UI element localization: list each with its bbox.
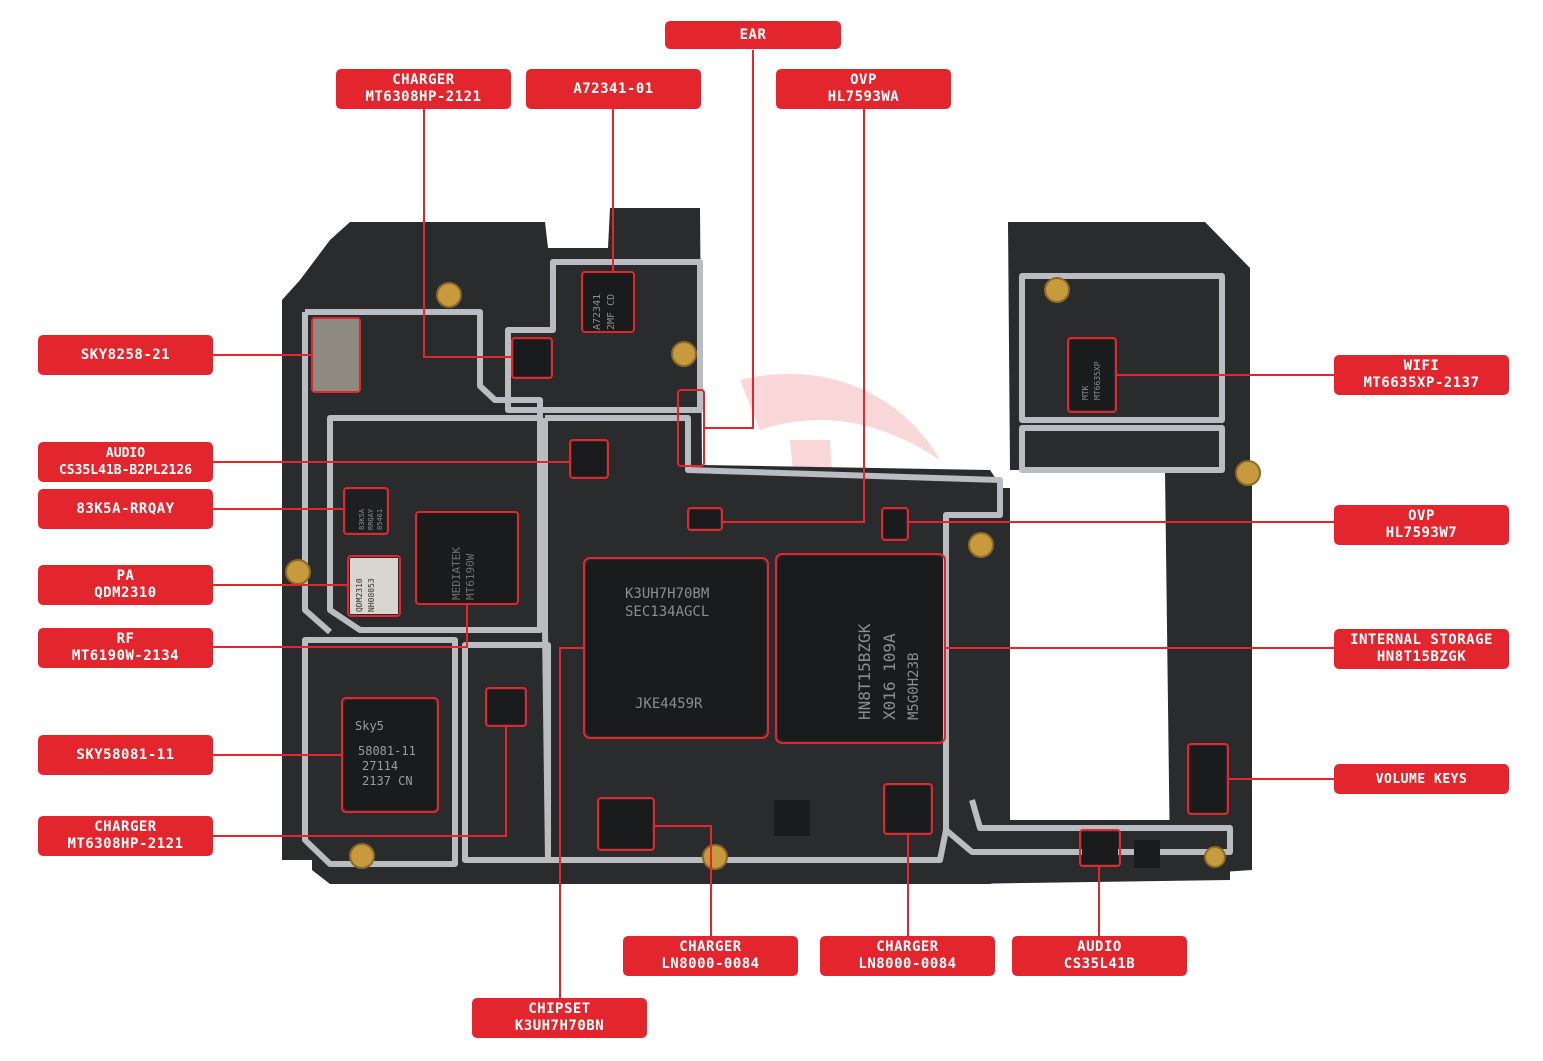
callout-wifi: WIFI MT6635XP-2137 [1334,355,1509,395]
rf-chip-package: MEDIATEK MT6190W [416,512,518,604]
callout-ln8000-a-line2: LN8000-0084 [661,956,760,972]
callout-volume-keys: VOLUME KEYS [1334,764,1509,794]
callout-ovp-top-line2: HL7593WA [827,89,900,105]
rf-mark-2: MT6190W [464,553,477,600]
storage-mark-3: M5G0H23B [906,653,922,720]
chip-mark-1: K3UH7H70BM [625,586,709,602]
callout-charger-left-line1: CHARGER [94,819,157,835]
callout-ln8000-b: CHARGER LN8000-0084 [820,936,995,976]
callout-sky58081: SKY58081-11 [38,735,213,775]
callout-ln8000-a-line1: CHARGER [679,939,742,955]
sky-mark-1: Sky5 [355,719,384,733]
callout-chipset: CHIPSET K3UH7H70BN [472,998,647,1038]
pa-package: QDM2310 NH08053 [350,558,398,614]
callout-charger-left: CHARGER MT6308HP-2121 [38,816,213,856]
callout-pa: PA QDM2310 [38,565,213,605]
callout-audio-left: AUDIO CS35L41B-B2PL2126 [38,442,213,482]
callout-volume-line1: VOLUME KEYS [1375,771,1468,787]
storage-package: HN8T15BZGK X016 109A M5G0H23B [778,556,943,741]
callout-ovp-right-line1: OVP [1408,508,1435,524]
wifi-mark-1: MTK [1081,385,1090,400]
a72-mark-2: 2MF CD [606,294,617,330]
a72341-package: A72341 2MF CD [582,272,634,332]
storage-mark-2: X016 109A [880,633,899,720]
callout-sky8258-line1: SKY8258-21 [80,346,171,363]
k5a-package: 83K5A RRQAY 05461 [346,490,386,532]
callout-audio-bottom: AUDIO CS35L41B [1012,936,1187,976]
sky-mark-2: 58081-11 [358,744,416,758]
board-cutout [1012,494,1162,814]
callout-chipset-line1: CHIPSET [528,1001,591,1017]
callout-83k5a: 83K5A-RRQAY [38,489,213,529]
a72-mark-1: A72341 [592,294,603,330]
chip-mark-2: SEC134AGCL [625,604,709,620]
sky58081-package: Sky5 58081-11 27114 2137 CN [344,700,436,810]
callout-charger-left-line2: MT6308HP-2121 [67,836,184,852]
k5a-mark-1: 83K5A [358,508,366,530]
chip-mark-3: JKE4459R [635,696,703,712]
callout-wifi-line2: MT6635XP-2137 [1363,375,1480,391]
callout-chipset-line2: K3UH7H70BN [514,1018,605,1034]
sky-mark-3: 27114 [362,759,398,773]
callout-audio-bottom-line2: CS35L41B [1063,956,1136,972]
callout-ovp-right-line2: HL7593W7 [1385,525,1458,541]
callout-ear: EAR [665,21,841,49]
small-chips [488,340,1226,868]
leader-lines [212,50,1334,998]
callout-a72341: A72341-01 [526,69,701,109]
storage-mark-1: HN8T15BZGK [855,623,874,720]
k5a-mark-2: RRQAY [367,508,375,530]
callout-charger-top-line1: CHARGER [392,72,455,88]
callout-ln8000-b-line2: LN8000-0084 [858,956,957,972]
callout-pa-line1: PA [116,568,135,584]
callout-pa-line2: QDM2310 [94,585,157,601]
k5a-mark-3: 05461 [376,509,384,530]
pa-mark-2: NH08053 [367,578,376,612]
wifi-package: MTK MT6635XP [1070,340,1114,410]
callout-rf-line1: RF [116,631,135,647]
callout-rf-line2: MT6190W-2134 [71,648,180,664]
callout-ovp-top-line1: OVP [850,72,877,88]
sky-mark-4: 2137 CN [362,774,413,788]
callout-storage-line2: HN8T15BZGK [1376,649,1467,665]
wifi-mark-2: MT6635XP [1093,361,1102,400]
callout-audio-bottom-line1: AUDIO [1077,939,1122,955]
callout-ovp-top: OVP HL7593WA [776,69,951,109]
callout-internal-storage: INTERNAL STORAGE HN8T15BZGK [1334,629,1509,669]
callout-wifi-line1: WIFI [1403,358,1440,374]
callout-audio-left-line2: CS35L41B-B2PL2126 [58,463,193,478]
callout-sky8258: SKY8258-21 [38,335,213,375]
callout-charger-top-line2: MT6308HP-2121 [365,89,482,105]
callout-audio-left-line1: AUDIO [105,446,146,461]
rf-mark-1: MEDIATEK [450,547,463,600]
chipset-package: K3UH7H70BM SEC134AGCL JKE4459R [586,560,766,736]
callout-storage-line1: INTERNAL STORAGE [1350,632,1493,648]
callout-rf: RF MT6190W-2134 [38,628,213,668]
callout-charger-top: CHARGER MT6308HP-2121 [336,69,511,109]
callout-ear-line1: EAR [739,26,767,43]
pa-mark-1: QDM2310 [355,578,364,612]
sky8258-package [312,318,360,392]
callout-sky58081-line1: SKY58081-11 [76,746,175,763]
callout-a72341-line1: A72341-01 [573,80,654,97]
callout-83k5a-line1: 83K5A-RRQAY [76,500,175,517]
callout-ln8000-b-line1: CHARGER [876,939,939,955]
callout-ln8000-a: CHARGER LN8000-0084 [623,936,798,976]
callout-ovp-right: OVP HL7593W7 [1334,505,1509,545]
mounting-holes [285,277,1261,870]
